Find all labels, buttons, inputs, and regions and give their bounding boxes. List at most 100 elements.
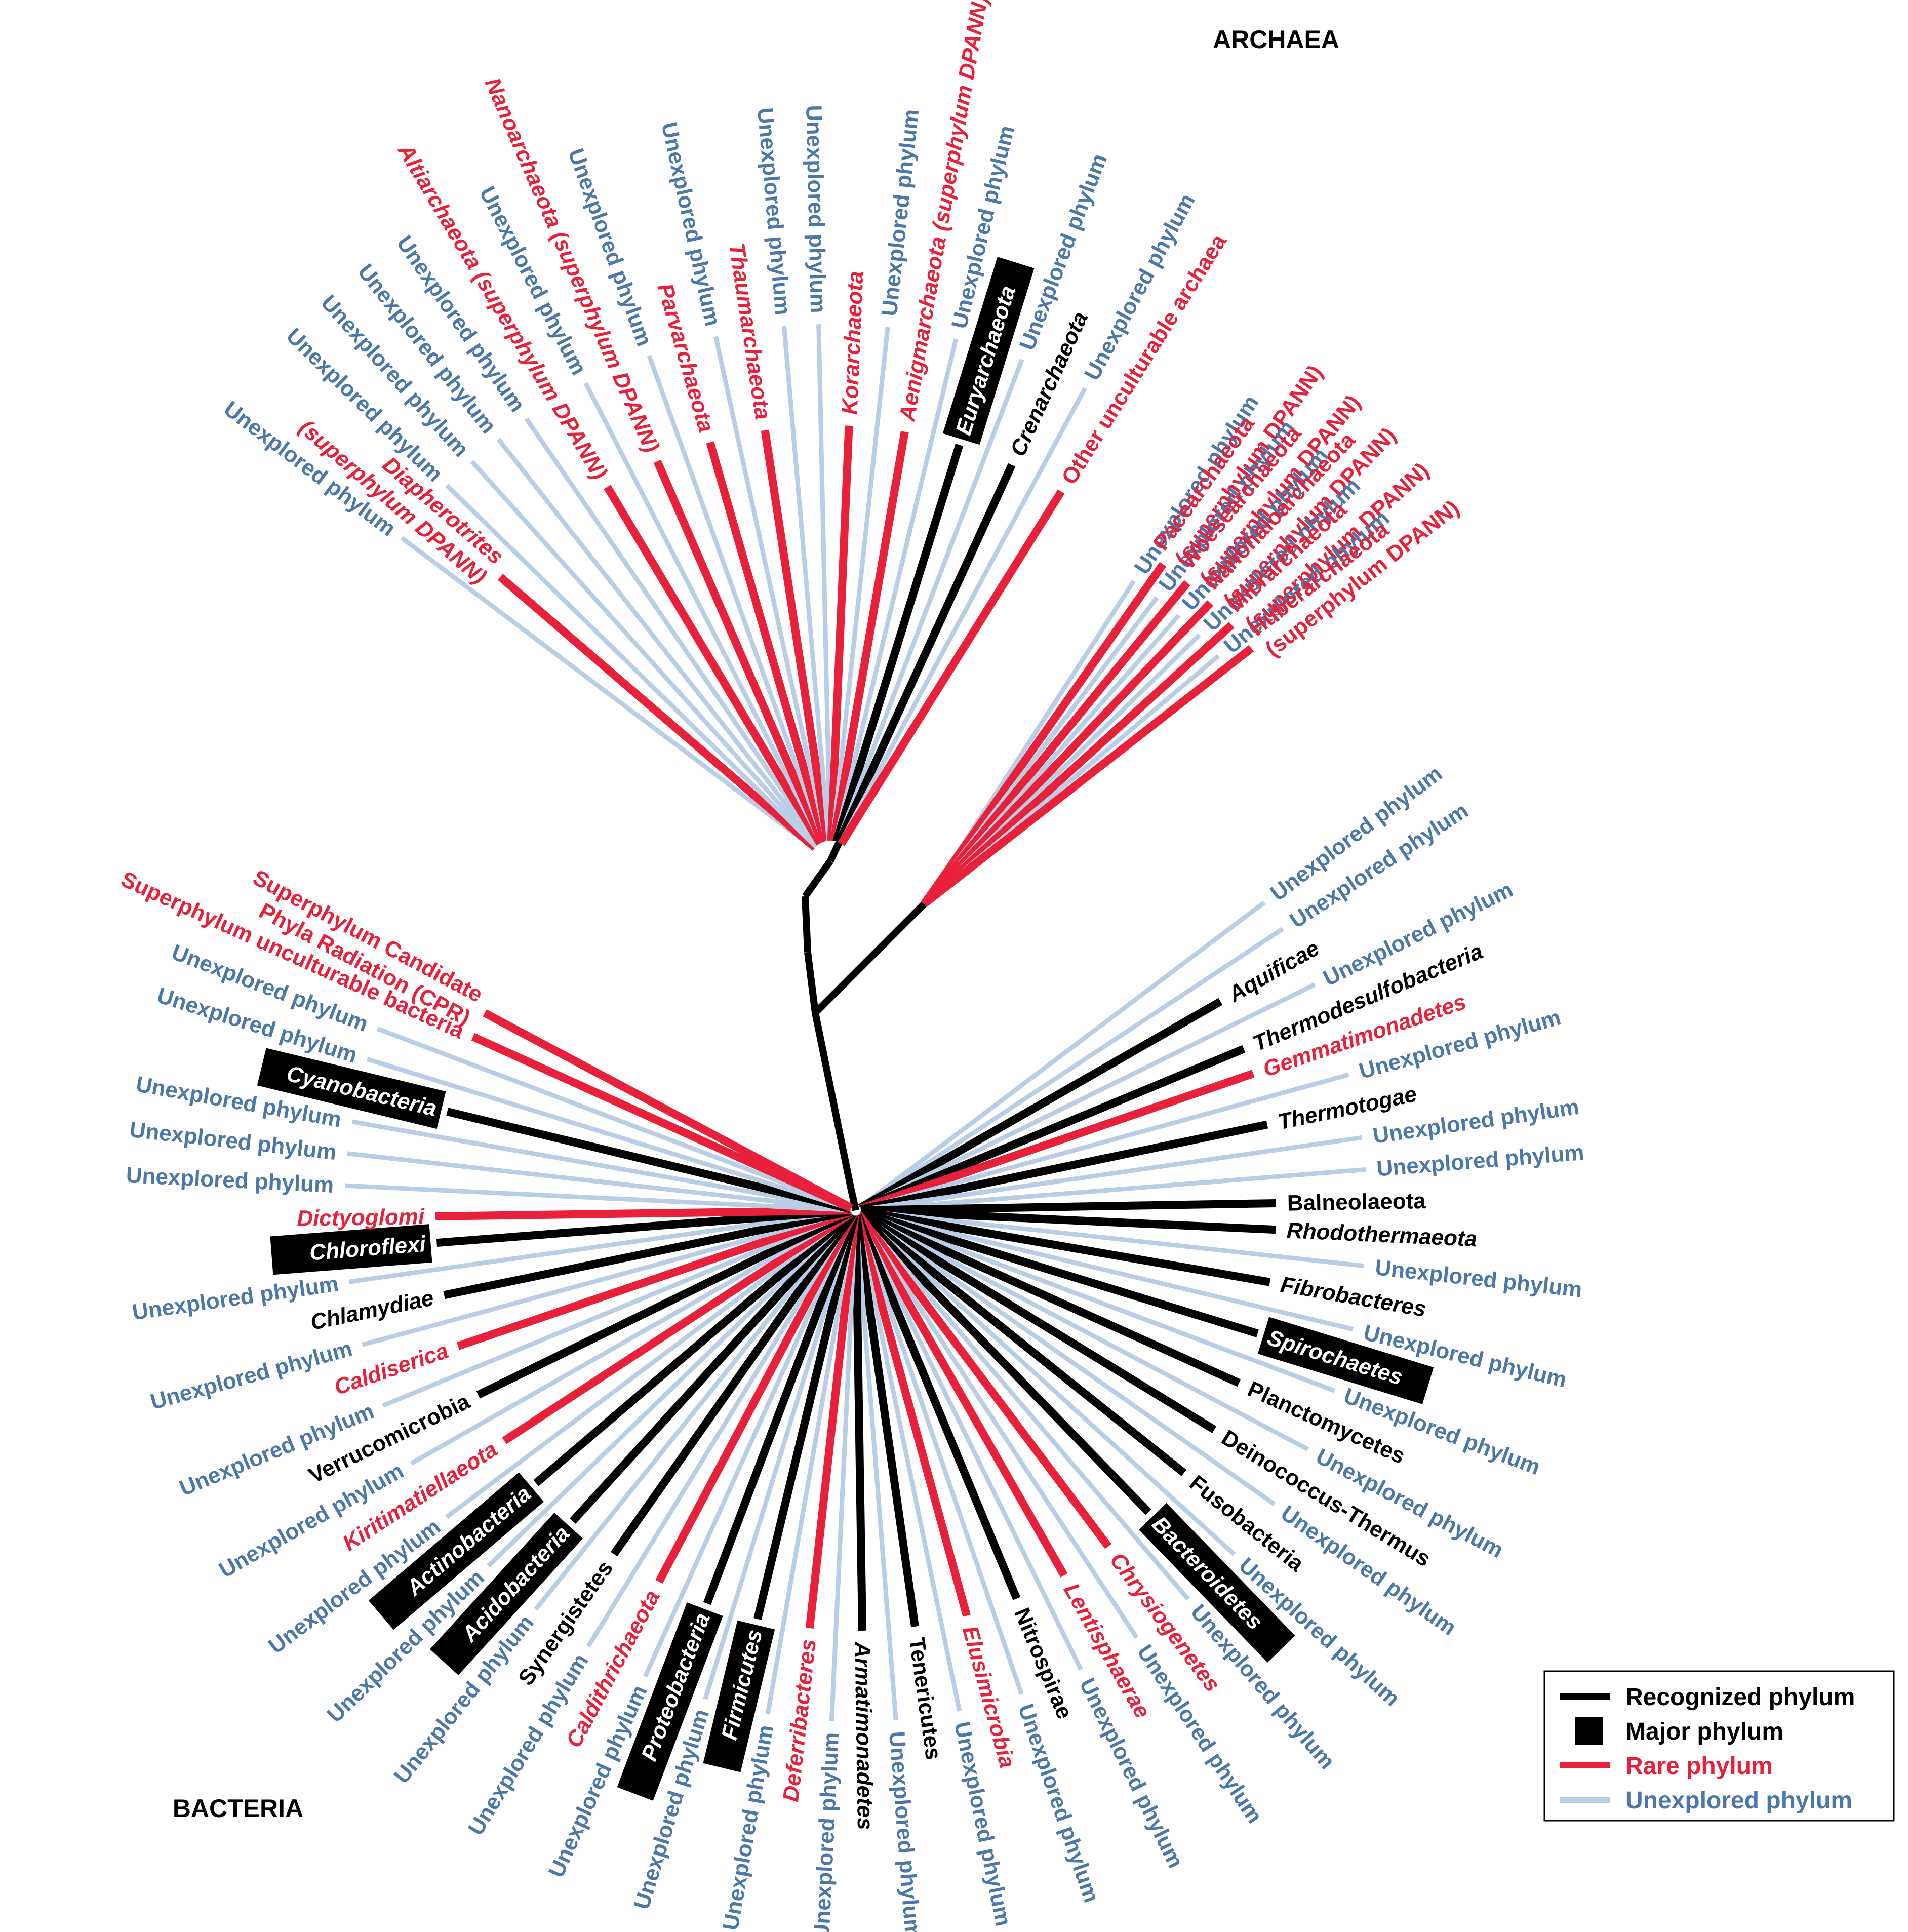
tip-unexplored-phylum-100 bbox=[377, 1027, 852, 1211]
tip-unexplored-phylum-82 bbox=[487, 1212, 854, 1568]
tip-synergistetes-79 bbox=[610, 1212, 856, 1557]
tip-unexplored-phylum-35 bbox=[858, 927, 1284, 1210]
major-phylum-box bbox=[1139, 1503, 1295, 1663]
tip-unexplored-phylum-88 bbox=[382, 1210, 852, 1408]
tip-nanohaloarchaeota-29 bbox=[921, 600, 1213, 907]
tip-unexplored-phylum-72 bbox=[765, 1215, 857, 1715]
phylum-label-chloroflexi: Chloroflexi bbox=[270, 1224, 432, 1275]
tip-euryarchaeota-19 bbox=[832, 444, 964, 843]
phylum-label-unexplored-phylum: Unexplored phylum bbox=[1013, 1701, 1104, 1906]
tip-superphylum-candidate-102 bbox=[483, 1009, 853, 1212]
tip-bacteroidetes-57 bbox=[856, 1211, 1151, 1515]
tip-unexplored-phylum-80 bbox=[534, 1212, 855, 1611]
tip-huberarchaeota-33 bbox=[922, 645, 1254, 908]
phylum-label-aquificae: Aquificae bbox=[1224, 935, 1324, 1007]
tip-superphylum-unculturable-bacteria-101 bbox=[471, 1033, 853, 1212]
tip-cyanobacteria-98 bbox=[446, 1108, 852, 1213]
tip-diapherotrites-1 bbox=[497, 574, 818, 851]
phylum-label-rhodothermaeota: Rhodothermaeota bbox=[1286, 1218, 1478, 1251]
phylum-label-text: Unexplored phylum bbox=[801, 105, 830, 313]
tip-unexplored-phylum-58 bbox=[857, 1212, 1190, 1601]
major-phylum-box bbox=[430, 1512, 583, 1675]
legend-label-rare: Rare phylum bbox=[1625, 1753, 1773, 1780]
tip-balneolaeota-44 bbox=[860, 1199, 1277, 1214]
phylum-label-unexplored-phylum: Unexplored phylum bbox=[801, 105, 830, 313]
phylum-label-text: Rhodothermaeota bbox=[1286, 1218, 1478, 1251]
bacteria-domain-title: BACTERIA bbox=[173, 1794, 303, 1823]
tip-unexplored-phylum-96 bbox=[347, 1151, 851, 1212]
tip-acidobacteria-81 bbox=[570, 1211, 856, 1524]
phylum-label-text: Korarchaeota bbox=[838, 270, 868, 415]
tip-unexplored-phylum-62 bbox=[856, 1213, 1083, 1671]
tip-parvarchaeota-10 bbox=[706, 441, 829, 843]
tip-proteobacteria-75 bbox=[703, 1213, 858, 1605]
phylum-label-balneolaeota: Balneolaeota bbox=[1287, 1189, 1426, 1216]
phylum-label-text: Unexplored phylum bbox=[884, 1730, 925, 1932]
phylum-label-text: Aquificae bbox=[1224, 935, 1324, 1007]
tip-firmicutes-73 bbox=[753, 1214, 859, 1620]
tip-chlamydiae-91 bbox=[443, 1207, 852, 1299]
phylum-label-unexplored-phylum: Unexplored phylum bbox=[126, 1163, 335, 1198]
branch-dpann-stem bbox=[813, 901, 927, 1015]
tip-lentisphaerae-61 bbox=[855, 1212, 1068, 1578]
phylum-label-text: Unexplored phylum bbox=[1013, 1701, 1104, 1906]
tip-unexplored-phylum-60 bbox=[856, 1213, 1139, 1639]
tip-deferribacteres-71 bbox=[805, 1215, 859, 1629]
tip-unexplored-phylum-14 bbox=[816, 324, 832, 841]
tip-nanoarchaeota-superphylum-dpann-8 bbox=[653, 459, 826, 844]
tip-unexplored-phylum-5 bbox=[524, 417, 821, 846]
tip-altiarchaeota-superphylum-dpann-6 bbox=[604, 485, 824, 846]
tip-nitrospirae-63 bbox=[854, 1213, 1021, 1600]
tip-caldiserica-89 bbox=[456, 1208, 853, 1350]
tip-kiritimatiellaeota-85 bbox=[502, 1209, 854, 1444]
tip-tenericutes-67 bbox=[852, 1214, 919, 1627]
phylum-label-unexplored-phylum: Unexplored phylum bbox=[131, 1271, 340, 1325]
tip-spirochaetes-49 bbox=[859, 1208, 1259, 1337]
tip-unexplored-phylum-46 bbox=[860, 1208, 1365, 1269]
major-phylum-box bbox=[703, 1620, 775, 1772]
tip-caldithrichaeota-77 bbox=[655, 1213, 857, 1584]
phylum-label-text: Unexplored phylum bbox=[131, 1271, 340, 1325]
tip-pacearchaeota-25 bbox=[921, 562, 1167, 906]
major-phylum-box bbox=[617, 1602, 723, 1801]
phylum-label-text: Unexplored phylum bbox=[752, 107, 795, 316]
legend-label-unexplored: Unexplored phylum bbox=[1625, 1787, 1852, 1814]
tip-unexplored-phylum-9 bbox=[647, 354, 826, 843]
phylum-label-korarchaeota: Korarchaeota bbox=[838, 270, 868, 415]
phylum-label-unexplored-phylum: Unexplored phylum bbox=[877, 108, 924, 318]
tip-unexplored-phylum-7 bbox=[583, 382, 823, 844]
branch-archaea-trunk bbox=[802, 896, 811, 953]
tip-unexplored-phylum-52 bbox=[859, 1210, 1309, 1451]
phylum-label-text: Unexplored phylum bbox=[148, 1336, 355, 1414]
tip-planctomycetes-51 bbox=[858, 1208, 1241, 1387]
tip-actinobacteria-83 bbox=[533, 1210, 855, 1486]
tip-unexplored-phylum-86 bbox=[410, 1211, 853, 1466]
tip-unexplored-phylum-48 bbox=[860, 1209, 1354, 1332]
phylum-label-unexplored-phylum: Unexplored phylum bbox=[884, 1730, 925, 1932]
phylum-labels: Unexplored phylumDiapherotrites(superphy… bbox=[117, 0, 1585, 1932]
tip-unexplored-phylum-50 bbox=[859, 1210, 1335, 1393]
tip-unexplored-phylum-78 bbox=[586, 1213, 855, 1648]
tip-unexplored-phylum-0 bbox=[400, 536, 816, 851]
tip-unexplored-phylum-68 bbox=[854, 1215, 898, 1721]
tip-woesearchaeota-27 bbox=[921, 580, 1190, 907]
tip-unexplored-phylum-40 bbox=[860, 1072, 1350, 1211]
branch-archaea-trunk bbox=[804, 952, 819, 1013]
tip-armatimonadetes-69 bbox=[852, 1215, 866, 1631]
tip-unexplored-phylum-84 bbox=[445, 1211, 853, 1519]
legend-label-major: Major phylum bbox=[1625, 1718, 1783, 1745]
tip-aquificae-36 bbox=[858, 998, 1223, 1211]
tip-unexplored-phylum-22 bbox=[838, 387, 1087, 844]
tip-unexplored-phylum-95 bbox=[344, 1183, 851, 1213]
phylum-label-text: Unexplored phylum bbox=[877, 108, 924, 318]
tip-unexplored-phylum-13 bbox=[781, 326, 831, 841]
tip-unexplored-phylum-97 bbox=[351, 1119, 851, 1212]
phylum-label-armatimonadetes: Armatimonadetes bbox=[850, 1641, 878, 1830]
tip-dictyoglomi-94 bbox=[435, 1206, 851, 1220]
tip-crenarchaeota-21 bbox=[835, 463, 1016, 844]
major-phylum-box bbox=[1257, 1317, 1434, 1404]
tip-rhodothermaeota-45 bbox=[860, 1206, 1276, 1234]
tip-unexplored-phylum-56 bbox=[858, 1212, 1236, 1556]
tip-unexplored-phylum-70 bbox=[829, 1215, 858, 1722]
